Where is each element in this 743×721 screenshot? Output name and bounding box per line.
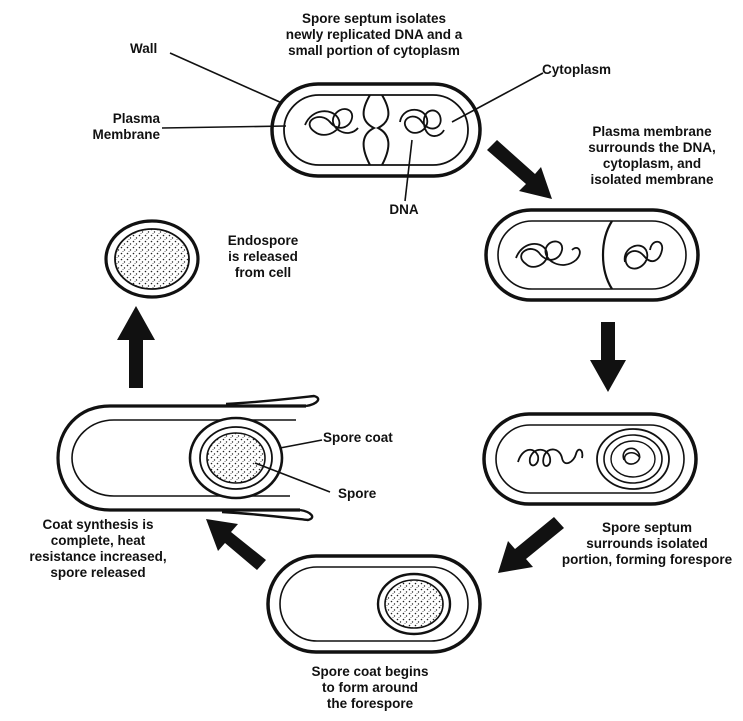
top-caption: Spore septum isolates newly replicated D… xyxy=(252,11,496,59)
plasma-membrane-label: Plasma Membrane xyxy=(60,111,160,143)
spore-label: Spore xyxy=(338,486,408,502)
stage4-cell xyxy=(268,556,480,652)
arrow-stage1-to-2 xyxy=(487,140,552,199)
arrow-stage4-to-5 xyxy=(206,519,266,570)
endospore xyxy=(106,221,198,297)
stage5-cell xyxy=(58,396,318,520)
spore-coat-label: Spore coat xyxy=(323,430,423,446)
cytoplasm-label: Cytoplasm xyxy=(542,62,652,78)
stage1-cell xyxy=(272,84,480,176)
stage3-cell xyxy=(484,414,696,504)
arrow-stage5-to-6 xyxy=(117,306,155,388)
coat-synthesis-caption: Coat synthesis is complete, heat resista… xyxy=(18,517,178,581)
arrow-stage2-to-3 xyxy=(590,322,626,392)
coat-begins-caption: Spore coat begins to form around the for… xyxy=(284,664,456,712)
step2-caption: Plasma membrane surrounds the DNA, cytop… xyxy=(566,124,738,188)
wall-label: Wall xyxy=(130,41,190,57)
dna-label: DNA xyxy=(374,202,434,218)
stage2-cell xyxy=(486,210,698,300)
forespore-caption: Spore septum surrounds isolated portion,… xyxy=(554,520,740,568)
endospore-caption: Endospore is released from cell xyxy=(206,233,320,281)
process-arrows xyxy=(117,140,626,573)
